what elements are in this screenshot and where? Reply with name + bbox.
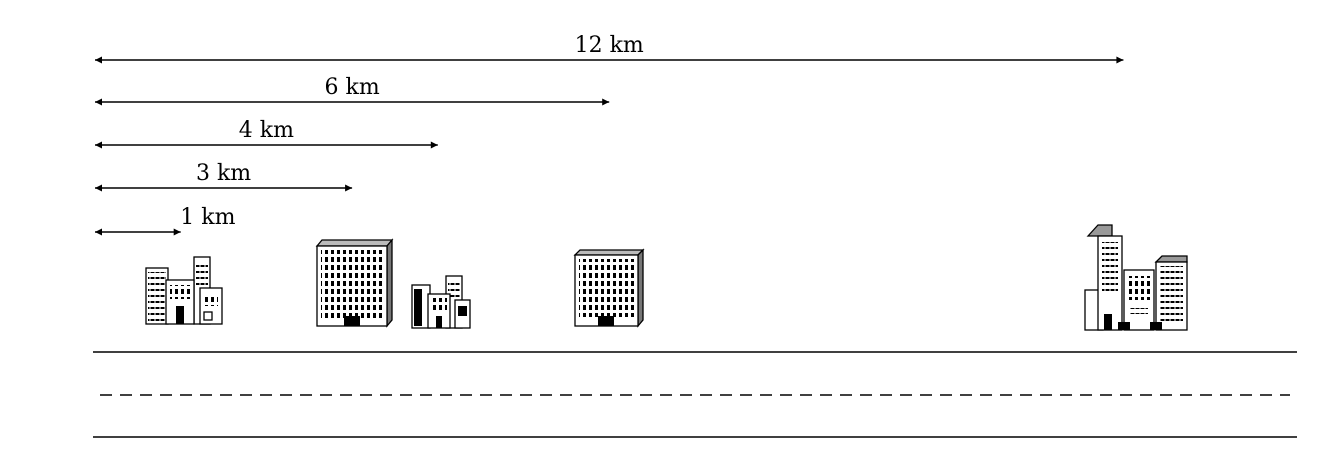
skyscraper-cluster-icon <box>1084 224 1188 331</box>
distance-label: 3 km <box>196 161 251 186</box>
distance-label: 1 km <box>180 205 235 230</box>
small-buildings-icon <box>411 275 471 329</box>
distance-label: 4 km <box>239 118 294 143</box>
city-block-icon <box>145 256 223 325</box>
distance-label: 6 km <box>325 75 380 100</box>
office-tower-icon <box>315 238 394 328</box>
distance-arrows: 12 km 6 km 4 km 3 km 1 km <box>95 33 1124 236</box>
distance-label: 12 km <box>575 33 644 58</box>
road <box>93 351 1297 438</box>
office-building-icon <box>573 248 645 328</box>
